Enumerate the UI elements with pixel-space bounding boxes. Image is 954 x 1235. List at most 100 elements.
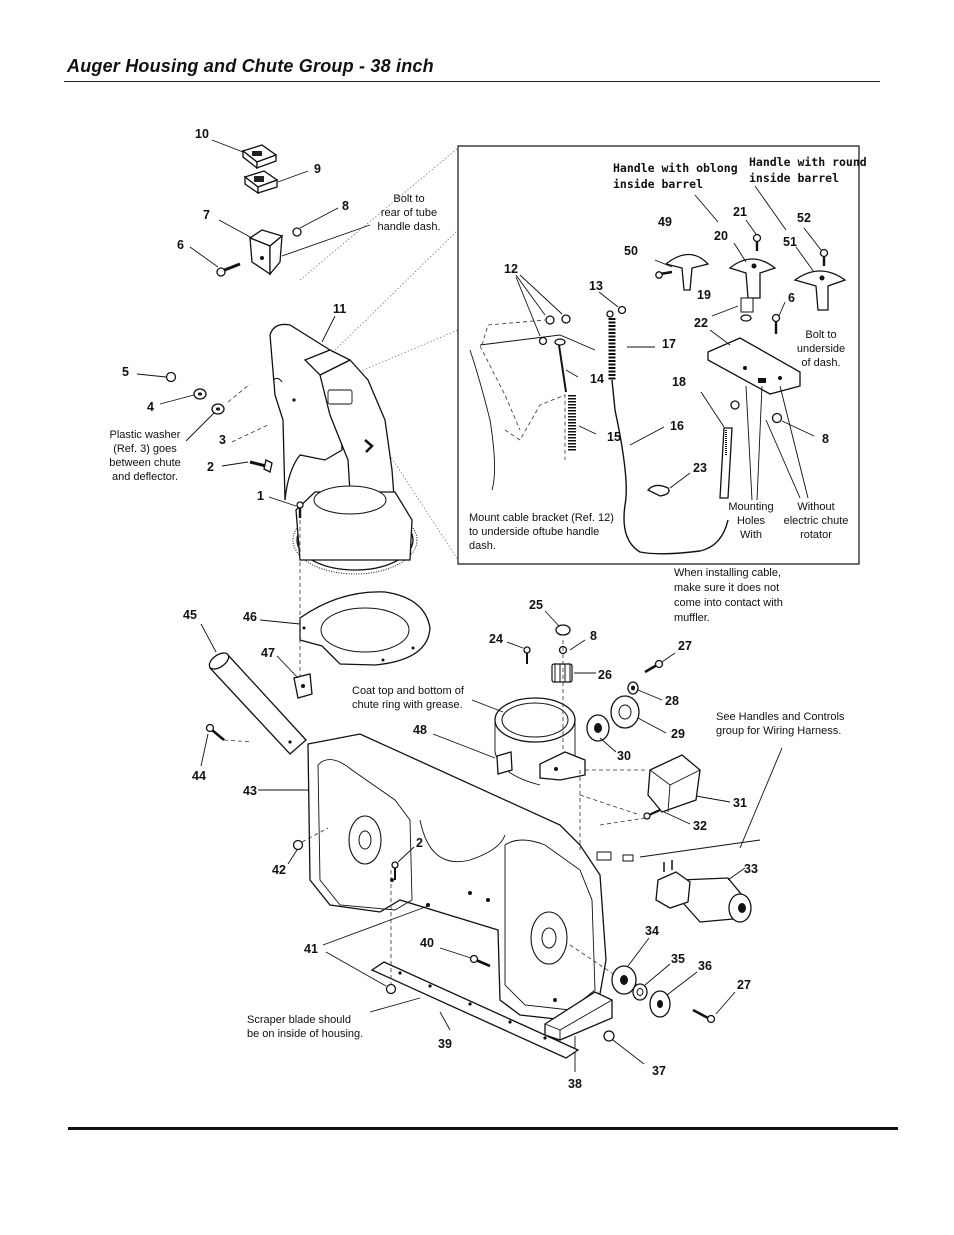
part-52-screw: [819, 248, 829, 266]
callout-20: 20: [714, 229, 728, 243]
part-23-clip: [646, 484, 670, 497]
note-installing-2: make sure it does not: [674, 582, 779, 594]
callout-13: 13: [589, 279, 603, 293]
note-without-1: Without: [797, 501, 834, 513]
note-mount-cable-1: Mount cable bracket (Ref. 12): [469, 512, 614, 524]
note-see-handles-2: group for Wiring Harness.: [716, 725, 841, 737]
connector-a: [596, 851, 612, 861]
page-title: Auger Housing and Chute Group - 38 inch: [67, 56, 434, 76]
callout-41: 41: [304, 942, 318, 956]
callout-33: 33: [744, 862, 758, 876]
part-34-plate: [611, 965, 637, 995]
chute-base-cylinder: [494, 697, 576, 786]
callout-27a: 27: [678, 639, 692, 653]
callout-51: 51: [783, 235, 797, 249]
callout-48: 48: [413, 723, 427, 737]
note-scraper-1: Scraper blade should: [247, 1014, 351, 1026]
callout-12: 12: [504, 262, 518, 276]
note-grease-1: Coat top and bottom of: [352, 685, 465, 697]
part-24-screw: [523, 646, 531, 664]
note-washer-1: Plastic washer: [110, 429, 181, 441]
callout-30: 30: [617, 749, 631, 763]
callout-49: 49: [658, 215, 672, 229]
header-round-line2: inside barrel: [749, 171, 839, 185]
callout-37: 37: [652, 1064, 666, 1078]
callout-23: 23: [693, 461, 707, 475]
part-40-bolt: [469, 954, 491, 968]
callout-45: 45: [183, 608, 197, 622]
note-grease-2: chute ring with grease.: [352, 699, 463, 711]
callout-27b: 27: [737, 978, 751, 992]
part-37-nut: [603, 1030, 615, 1042]
callout-6a: 6: [177, 238, 184, 252]
part-18-rod: [719, 427, 733, 499]
callout-6b: 6: [788, 291, 795, 305]
note-bolt-under-3: of dash.: [801, 357, 840, 369]
part-2-bolt: [249, 459, 273, 473]
callout-24: 24: [489, 632, 503, 646]
header-oblong-line1: Handle with oblong: [613, 161, 738, 175]
part-25-cap: [555, 624, 571, 636]
part-13-nut: [617, 305, 627, 315]
connector-b: [622, 854, 634, 862]
part-28-washer: [627, 681, 639, 695]
part-48-clip: [496, 751, 513, 775]
note-bolt-under-2: underside: [797, 343, 845, 355]
note-mounting-2: Holes: [737, 515, 766, 527]
callout-11: 11: [333, 302, 346, 316]
part-12-nut-c: [538, 336, 548, 346]
callout-2b: 2: [416, 836, 423, 850]
callout-21: 21: [733, 205, 747, 219]
callout-8c: 8: [590, 629, 597, 643]
callout-34: 34: [645, 924, 659, 938]
callout-18: 18: [672, 375, 686, 389]
note-bolt-rear-1: Bolt to: [393, 193, 424, 205]
callout-2a: 2: [207, 460, 214, 474]
callout-28: 28: [665, 694, 679, 708]
callout-15: 15: [607, 430, 621, 444]
washer-small: [730, 400, 740, 410]
part-8b-nut: [771, 412, 783, 424]
header-oblong-line2: inside barrel: [613, 177, 703, 191]
callout-10: 10: [195, 127, 209, 141]
note-mounting-1: Mounting: [728, 501, 773, 513]
callout-29: 29: [671, 727, 685, 741]
part-8-nut: [292, 227, 302, 237]
part-32-screw: [643, 808, 661, 820]
part-14-rod: [554, 338, 567, 393]
part-27b-bolt: [692, 1008, 716, 1024]
part-2b-bolt: [391, 861, 399, 880]
part-12-nut-b: [561, 314, 571, 324]
part-44-bolt: [205, 723, 225, 741]
note-installing-4: muffler.: [674, 612, 710, 624]
note-installing-3: come into contact with: [674, 597, 783, 609]
callout-52: 52: [797, 211, 811, 225]
callout-9: 9: [314, 162, 321, 176]
part-17-cable: [606, 310, 729, 555]
note-bolt-under-1: Bolt to: [805, 329, 836, 341]
part-49-handle: [664, 253, 710, 291]
callout-5: 5: [122, 365, 129, 379]
part-50-screw: [655, 270, 673, 279]
part-22-bracket: [707, 337, 801, 395]
callout-19: 19: [697, 288, 711, 302]
part-35-bushing: [632, 983, 648, 1001]
callout-14: 14: [590, 372, 604, 386]
callout-32: 32: [693, 819, 707, 833]
callout-46: 46: [243, 610, 257, 624]
note-washer-2: (Ref. 3) goes: [113, 443, 177, 455]
callout-40: 40: [420, 936, 434, 950]
part-19-spacer: [740, 297, 754, 322]
note-mount-cable-3: dash.: [469, 540, 496, 552]
part-31-cover: [647, 754, 701, 813]
callout-17: 17: [662, 337, 676, 351]
part-1-bolt: [296, 501, 304, 518]
part-46-ring-gear: [299, 591, 431, 666]
part-45-tube: [208, 652, 307, 755]
note-bolt-rear-2: rear of tube: [381, 207, 437, 219]
callout-42: 42: [272, 863, 286, 877]
callout-43: 43: [243, 784, 257, 798]
callout-4: 4: [147, 400, 154, 414]
callout-35: 35: [671, 952, 685, 966]
note-installing-1: When installing cable,: [674, 567, 781, 579]
